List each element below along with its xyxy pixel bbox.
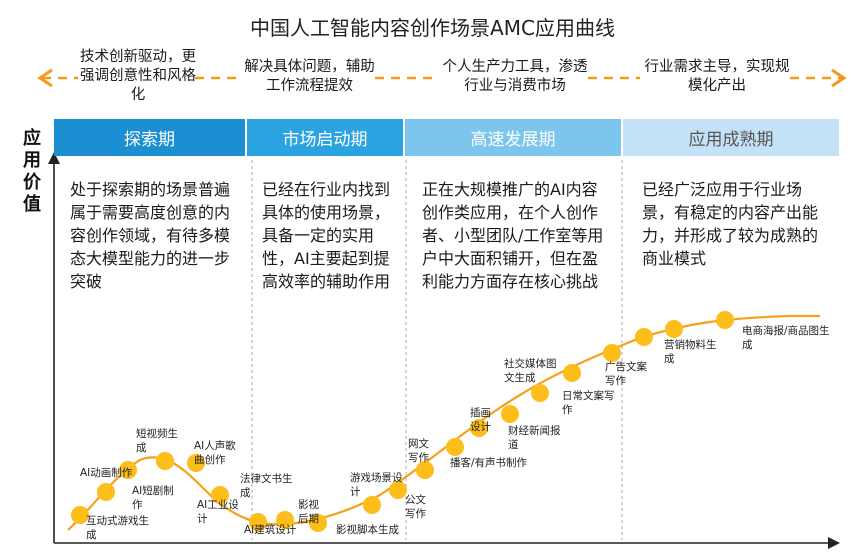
curve-point	[276, 511, 294, 529]
phase-name: 探索期	[124, 130, 175, 150]
point-label: 游戏场景设计	[350, 472, 403, 498]
point-label: 插画设计	[470, 407, 491, 433]
axes	[48, 152, 840, 549]
point-label: 影视后期	[298, 499, 319, 525]
curve-point	[603, 344, 621, 362]
point-label: 短视频生成	[136, 428, 178, 454]
phase-bar-mature: 应用成熟期	[623, 119, 839, 156]
curve-point	[156, 452, 174, 470]
curve-point	[119, 461, 137, 479]
top-double-arrow	[37, 68, 847, 88]
phase-name: 应用成熟期	[688, 130, 774, 150]
curve-point	[563, 364, 581, 382]
page-title: 中国人工智能内容创作场景AMC应用曲线	[250, 16, 615, 40]
point-label: 社交媒体图文生成	[504, 358, 557, 384]
curve-point	[501, 405, 519, 423]
phase-name: 市场启动期	[282, 130, 368, 150]
phase-desc-exploration: 处于探索期的场景普遍属于需要高度创意的内容创作领域，有待多模态大模型能力的进一步…	[70, 180, 231, 291]
curve-point	[716, 311, 734, 329]
curve-point	[446, 438, 464, 456]
phase-desc-growth: 正在大规模推广的AI内容创作类应用，在个人创作者、小型团队/工作室等用户中大面积…	[422, 180, 604, 291]
curve-point	[187, 454, 205, 472]
top-note-launch: 解决具体问题，辅助工作流程提效	[244, 59, 375, 94]
curve-point	[97, 483, 115, 501]
point-label: 电商海报/商品图生成	[742, 325, 830, 351]
curve-point	[635, 328, 653, 346]
phase-desc-mature: 已经广泛应用于行业场景，有稳定的内容产出能力，并形成了较为成熟的商业模式	[642, 180, 819, 268]
curve-point	[389, 481, 407, 499]
point-label: 网文写作	[408, 438, 429, 464]
point-label: 互动式游戏生成	[86, 515, 149, 541]
top-note-growth: 个人生产力工具，渗透行业与消费市场	[442, 59, 588, 94]
point-label: 播客/有声书制作	[450, 457, 528, 469]
phase-bar-growth: 高速发展期	[405, 119, 621, 156]
curve-point	[531, 384, 549, 402]
point-label: 财经新闻报道	[508, 425, 561, 451]
point-label: 法律文书生成	[240, 473, 293, 499]
point-label: AI工业设计	[197, 499, 239, 525]
point-label: AI动画制作	[80, 467, 133, 479]
phase-bar-launch: 市场启动期	[247, 119, 403, 156]
curve-points	[71, 311, 734, 532]
phase-bar-exploration: 探索期	[54, 119, 245, 156]
curve-point	[665, 320, 683, 338]
point-label: 广告文案写作	[605, 361, 647, 387]
curve-point	[416, 461, 434, 479]
point-label: 影视脚本生成	[336, 524, 399, 536]
phase-desc-launch: 已经在行业内找到具体的使用场景，具备一定的实用性，AI主要起到提高效率的辅助作用	[262, 180, 391, 291]
curve-point	[211, 486, 229, 504]
top-note-exploration: 技术创新驱动，更强调创意性和风格化	[80, 49, 196, 103]
phase-name: 高速发展期	[470, 130, 556, 150]
curve-point	[363, 496, 381, 514]
top-note-mature: 行业需求主导，实现规模化产出	[644, 59, 790, 94]
point-label: 公文写作	[405, 494, 426, 520]
point-label: AI短剧制作	[132, 485, 174, 511]
point-label: 营销物料生成	[664, 339, 717, 365]
point-label: AI建筑设计	[244, 524, 297, 536]
point-label: 日常文案写作	[562, 390, 615, 416]
y-axis-label: 应用价值	[23, 128, 41, 215]
curve-point	[249, 513, 267, 531]
curve-point	[71, 506, 89, 524]
curve-point	[470, 419, 488, 437]
curve-point	[309, 514, 327, 532]
point-label: AI人声歌曲创作	[194, 440, 236, 466]
